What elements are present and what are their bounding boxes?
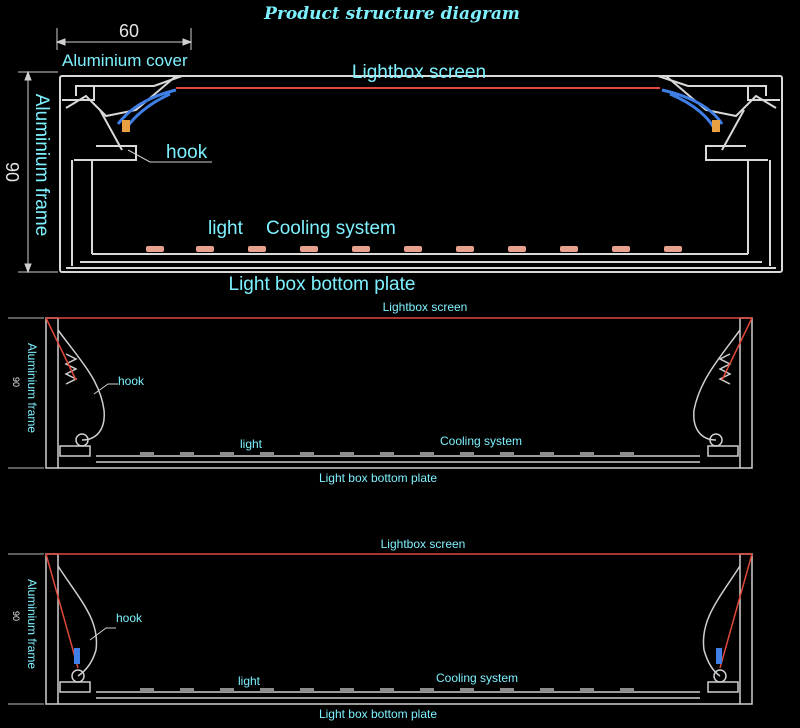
panel-3-cross-section: 90 xyxy=(8,537,753,721)
aluminium-frame-label: Aluminium frame xyxy=(31,94,52,237)
hook-leader xyxy=(127,149,212,163)
dimension-height-3 xyxy=(8,553,44,705)
bottom-plate-label: Light box bottom plate xyxy=(229,274,416,295)
bottom-plate-label-3: Light box bottom plate xyxy=(319,707,437,721)
light-label-2: light xyxy=(240,437,263,451)
hook-leader-3 xyxy=(89,627,116,641)
aluminium-cover-label: Aluminium cover xyxy=(62,51,188,70)
dimension-height-2 xyxy=(8,317,44,469)
led-row-3 xyxy=(140,688,634,692)
aluminium-frame-outline-2 xyxy=(45,317,753,469)
dimension-height xyxy=(18,70,58,274)
cooling-system-label-2: Cooling system xyxy=(440,434,522,448)
hook-label-2: hook xyxy=(118,374,145,388)
dimension-height-label-2: 90 xyxy=(11,377,21,387)
hook-label-3: hook xyxy=(116,611,143,625)
aluminium-frame-label-2: Aluminium frame xyxy=(25,343,39,433)
cooling-system-label: Cooling system xyxy=(266,218,396,239)
bottom-plate-label-2: Light box bottom plate xyxy=(319,471,437,485)
lightbox-screen-line-3 xyxy=(45,553,753,669)
light-label: light xyxy=(208,218,244,239)
panel-1-cross-section: 60 90 xyxy=(2,21,783,295)
dimension-height-label-3: 90 xyxy=(11,611,21,621)
lightbox-screen-label-2: Lightbox screen xyxy=(383,300,468,314)
panel-2-cross-section: 90 xyxy=(8,300,753,485)
led-row-1 xyxy=(146,246,682,252)
led-row-2 xyxy=(140,452,634,456)
light-label-3: light xyxy=(238,674,261,688)
hook-leader-2 xyxy=(93,383,118,395)
dimension-height-label: 90 xyxy=(2,162,22,182)
aluminium-frame-outline-3 xyxy=(45,553,753,705)
dimension-width-label: 60 xyxy=(119,21,139,41)
lightbox-screen-label: Lightbox screen xyxy=(352,62,486,83)
aluminium-frame-outline xyxy=(59,75,783,273)
diagram-title: Product structure diagram xyxy=(263,4,520,24)
dimension-width xyxy=(55,28,193,50)
lightbox-screen-line-2 xyxy=(45,317,753,381)
cooling-system-label-3: Cooling system xyxy=(436,671,518,685)
lightbox-screen-label-3: Lightbox screen xyxy=(381,537,466,551)
aluminium-frame-label-3: Aluminium frame xyxy=(25,579,39,669)
hook-label: hook xyxy=(166,142,208,163)
